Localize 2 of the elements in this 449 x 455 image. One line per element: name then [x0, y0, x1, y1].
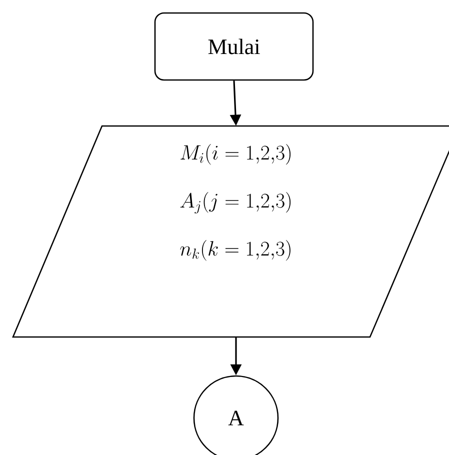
terminal-box: Mulai	[154, 12, 314, 81]
input-parallelogram: $M_i(i = 1{,}2{,}3)$ $A_j(j = 1{,}2{,}3)$ $n_k(k = 1{,}2{,}3)$	[12, 125, 449, 338]
